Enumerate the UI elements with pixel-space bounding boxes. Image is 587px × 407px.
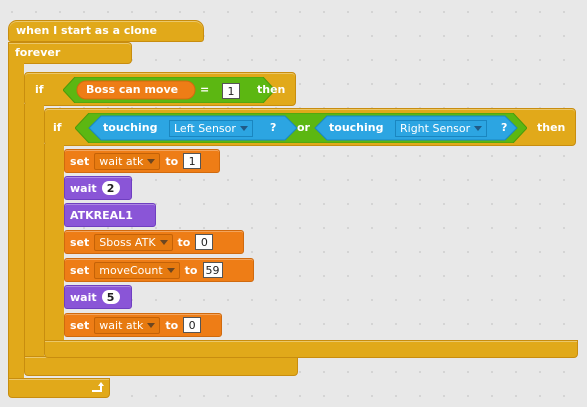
set-variable-block[interactable]: set moveCount to 59 (64, 258, 254, 282)
if-inner-label: if (53, 121, 62, 134)
boss-can-move-variable[interactable]: Boss can move (86, 83, 179, 96)
question-mark-left: ? (270, 121, 277, 134)
variable-name: moveCount (99, 263, 163, 277)
set-variable-block[interactable]: set Sboss ATK to 0 (64, 230, 244, 254)
left-sensor-text: Left Sensor (174, 122, 236, 135)
value-input[interactable]: 0 (183, 317, 202, 333)
variable-dropdown[interactable]: wait atk (94, 316, 161, 334)
value-input[interactable]: 0 (195, 234, 214, 250)
variable-dropdown[interactable]: Sboss ATK (94, 233, 173, 251)
set-label: set (70, 263, 90, 277)
variable-name: wait atk (99, 318, 144, 332)
right-sensor-dropdown[interactable]: Right Sensor (395, 120, 488, 137)
atkreal1-custom-block[interactable]: ATKREAL1 (64, 203, 156, 227)
wait-label: wait (70, 181, 97, 195)
to-label: to (177, 235, 191, 249)
touching-left-label: touching (103, 121, 158, 134)
wait-label: wait (70, 290, 97, 304)
if-outer-then-label: then (257, 83, 286, 96)
right-sensor-text: Right Sensor (400, 122, 471, 135)
set-variable-block[interactable]: set wait atk to 1 (64, 149, 220, 173)
to-label: to (165, 318, 179, 332)
variable-name: Sboss ATK (99, 235, 156, 249)
forever-arm (8, 62, 24, 380)
value-input[interactable]: 59 (202, 262, 223, 278)
to-label: to (184, 263, 198, 277)
wait-block[interactable]: wait 5 (64, 285, 132, 309)
loop-arrow-icon (92, 382, 104, 392)
wait-block[interactable]: wait 2 (64, 176, 132, 200)
forever-block[interactable]: forever (8, 42, 132, 64)
chevron-down-icon (239, 126, 248, 131)
when-i-start-as-clone-hat[interactable]: when I start as a clone (8, 20, 204, 42)
if-outer-arm (24, 104, 44, 358)
if-inner-end (44, 340, 578, 358)
value-input[interactable]: 1 (183, 153, 202, 169)
set-label: set (70, 235, 90, 249)
forever-end (8, 378, 110, 398)
left-sensor-dropdown[interactable]: Left Sensor (169, 120, 253, 137)
set-label: set (70, 318, 90, 332)
or-label: or (297, 121, 310, 134)
hat-label: when I start as a clone (16, 24, 157, 37)
variable-dropdown[interactable]: wait atk (94, 152, 161, 170)
set-variable-block[interactable]: set wait atk to 0 (64, 313, 222, 337)
wait-seconds-input[interactable]: 5 (101, 290, 120, 304)
if-outer-block[interactable]: if Boss can move = 1 then (24, 72, 296, 106)
touching-right-label: touching (329, 121, 384, 134)
atkreal1-label: ATKREAL1 (70, 208, 133, 222)
equals-sign: = (200, 83, 210, 96)
if-outer-end (24, 356, 298, 376)
variable-name: wait atk (99, 154, 144, 168)
forever-label: forever (15, 46, 61, 59)
if-inner-then-label: then (537, 121, 566, 134)
wait-seconds-input[interactable]: 2 (101, 181, 120, 195)
equals-value-input[interactable]: 1 (222, 83, 240, 99)
to-label: to (165, 154, 179, 168)
if-inner-arm (44, 144, 64, 342)
if-outer-label: if (35, 83, 44, 96)
chevron-down-icon (474, 126, 483, 131)
variable-dropdown[interactable]: moveCount (94, 261, 180, 279)
chevron-down-icon (166, 267, 175, 273)
chevron-down-icon (147, 322, 156, 328)
set-label: set (70, 154, 90, 168)
if-inner-block[interactable]: if touching Left Sensor ? or touching Ri… (44, 108, 576, 146)
chevron-down-icon (159, 239, 168, 245)
chevron-down-icon (147, 158, 156, 164)
question-mark-right: ? (501, 121, 508, 134)
